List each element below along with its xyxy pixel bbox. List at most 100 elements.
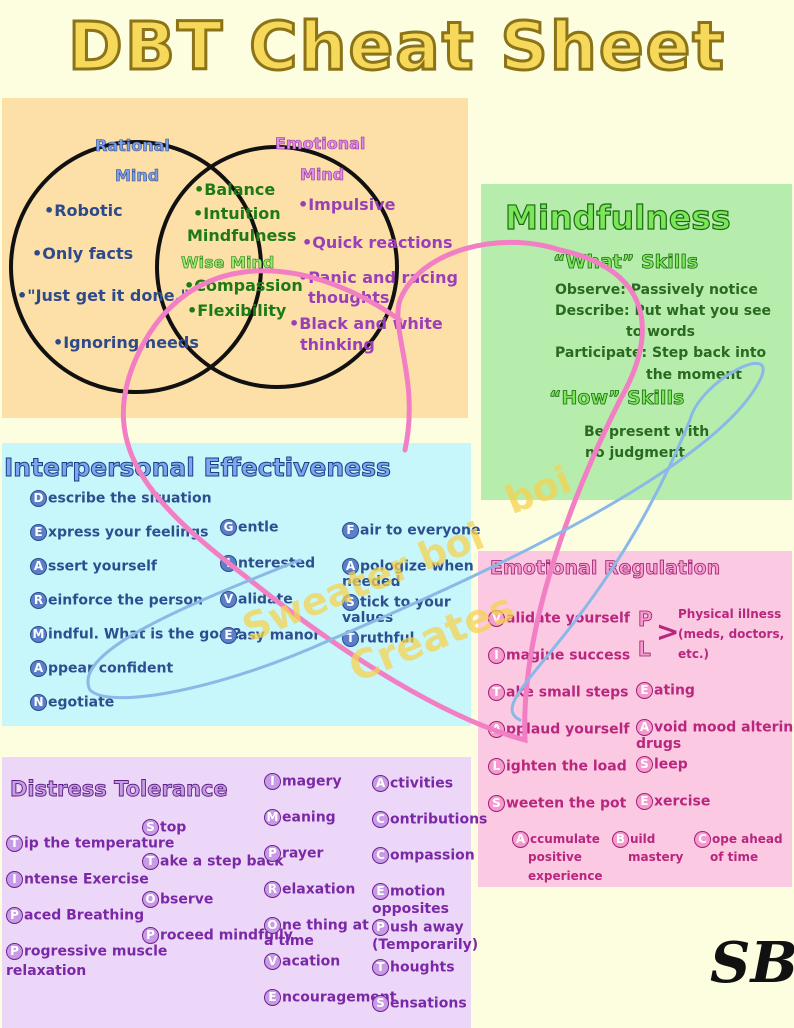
stop-cap: S <box>142 819 159 836</box>
accepts-text: motion <box>390 883 446 900</box>
abc-line: mastery <box>628 850 684 864</box>
improve-item: a time <box>264 933 314 949</box>
pl-cap-l: L <box>638 637 652 662</box>
abc-line: ope ahead <box>712 832 783 846</box>
wise-mind-label: Wise Mind <box>181 253 275 273</box>
please-cap: A <box>636 719 653 736</box>
mindfulness-panel: Mindfulness “What” Skills Observe: Passi… <box>481 184 792 500</box>
accepts-item: (Temporarily) <box>372 937 478 953</box>
give-text: entle <box>238 519 279 536</box>
abc-cap: A <box>512 831 529 848</box>
tipp-cap: P <box>6 943 23 960</box>
describe-text-2: to words <box>626 324 695 340</box>
ie-heading: Interpersonal Effectiveness <box>4 453 392 483</box>
improve-text: a time <box>264 933 314 949</box>
improve-text: eaning <box>282 809 336 826</box>
dearman-text: egotiate <box>48 694 115 711</box>
emotional-item: •Panic and racing <box>298 268 458 287</box>
physical-illness: Physical illness <box>678 607 782 621</box>
describe-text: Describe: Put what you see <box>555 303 772 319</box>
accepts-cap: T <box>372 959 389 976</box>
rational-item: •Robotic <box>44 201 123 220</box>
er-heading: Emotional Regulation <box>490 557 721 580</box>
abc-line: of time <box>710 850 759 864</box>
how-skills-heading: “How” Skills <box>549 387 685 410</box>
how-text: Be present with <box>584 424 710 440</box>
please-text: xercise <box>654 793 711 810</box>
page-title: DBT Cheat Sheet <box>67 7 726 87</box>
accepts-cap: A <box>372 775 389 792</box>
vitals-text: alidate yourself <box>506 610 630 627</box>
abc-cap: B <box>612 831 629 848</box>
improve-text: elaxation <box>282 881 356 898</box>
accepts-cap: E <box>372 883 389 900</box>
physical-illness-2: (meds, doctors, <box>678 627 785 641</box>
accepts-text: ompassion <box>390 847 475 864</box>
stop-cap: T <box>142 853 159 870</box>
vitals-text: ake small steps <box>506 684 629 701</box>
improve-text: acation <box>282 953 341 970</box>
please-cap: E <box>636 682 653 699</box>
emotional-mind-title-2: Mind <box>300 165 345 185</box>
emotional-item: •Quick reactions <box>302 233 453 252</box>
participate-text-2: the moment <box>646 367 742 383</box>
how-text-2: no judgment <box>585 445 686 461</box>
vitals-cap: A <box>488 721 505 738</box>
bracket-icon: > <box>656 615 680 648</box>
dearman-cap: N <box>30 694 47 711</box>
pl-caps: P L <box>638 607 653 662</box>
improve-text: magery <box>282 773 342 790</box>
dearman-text: xpress your feelings <box>48 524 209 541</box>
please-text: drugs <box>636 736 682 752</box>
emotional-item: thoughts <box>308 288 390 307</box>
stop-text: roceed mindfully <box>160 927 293 944</box>
dearman-text: einforce the person <box>48 592 203 609</box>
abc-line: ccumulate <box>530 832 600 846</box>
accepts-cap: C <box>372 811 389 828</box>
vitals-cap: L <box>488 758 505 775</box>
emotional-item: •Black and white <box>289 314 443 333</box>
dearman-cap: R <box>30 592 47 609</box>
abc-line: uild <box>630 832 656 846</box>
vitals-cap: T <box>488 684 505 701</box>
vitals-text: ighten the load <box>506 758 627 775</box>
tipp-text: ip the temperature <box>24 835 175 852</box>
dearman-text: ssert yourself <box>48 558 157 575</box>
please-cap: S <box>636 756 653 773</box>
improve-cap: E <box>264 989 281 1006</box>
accepts-text: houghts <box>390 959 455 976</box>
please-cap: E <box>636 793 653 810</box>
vitals-cap: S <box>488 795 505 812</box>
dearman-cap: A <box>30 660 47 677</box>
vitals-cap: I <box>488 647 505 664</box>
accepts-text: ontributions <box>390 811 488 828</box>
improve-cap: I <box>264 773 281 790</box>
vitals-text: magine success <box>506 647 631 664</box>
accepts-cap: S <box>372 995 389 1012</box>
abc-line: positive <box>528 850 582 864</box>
rational-item: •"Just get it done." <box>17 286 189 305</box>
observe-text: Observe: Passively notice <box>555 282 758 298</box>
